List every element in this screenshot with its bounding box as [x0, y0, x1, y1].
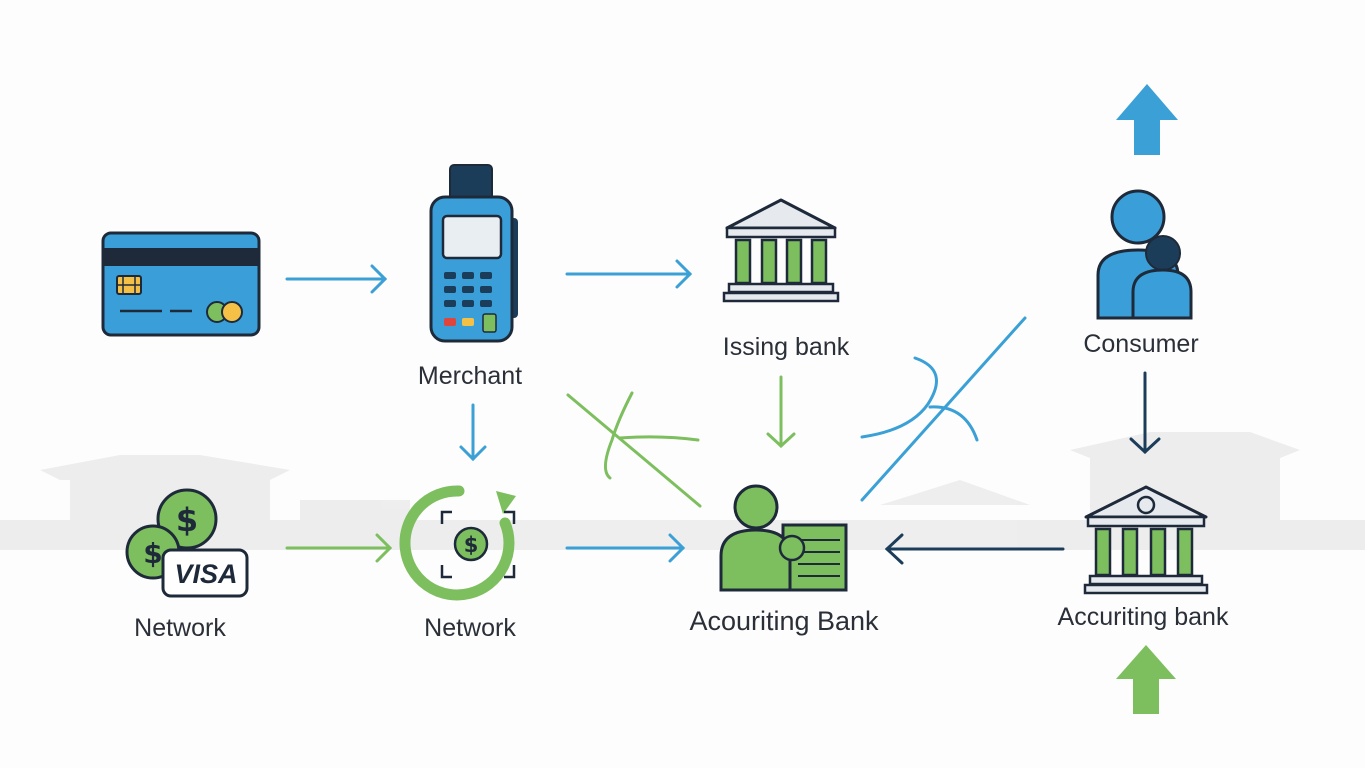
network-cycle-icon: $ [399, 485, 516, 601]
credit-card-icon [101, 231, 261, 337]
merchant-label: Merchant [417, 362, 523, 390]
network-center-label: Network [424, 614, 516, 642]
money-visa-icon: $ $ VISA [125, 488, 249, 598]
acquiring-bank-right-label: Accuriting bank [1057, 603, 1229, 631]
network-left-label: Network [134, 614, 226, 642]
arrow-merchant-to-issuing-bank [565, 259, 693, 289]
acquiring-bank-person-icon [719, 484, 848, 592]
up-arrow-green-icon [1116, 645, 1176, 714]
green-crossing-flows [566, 391, 702, 508]
issuing-bank-label: Issing bank [722, 333, 850, 361]
svg-text:$: $ [464, 533, 479, 557]
acquiring-bank-center-label: Acouriting Bank [689, 606, 879, 636]
svg-text:$: $ [176, 501, 198, 539]
bank-building-icon [722, 198, 840, 303]
arrow-consumer-down [1129, 371, 1161, 455]
arrow-network-to-acquiring [565, 533, 686, 563]
arrow-network-to-network [285, 533, 393, 563]
arrow-acquiring-right-to-center [884, 533, 1065, 565]
consumer-label: Consumer [1083, 330, 1199, 358]
arrow-card-to-merchant [285, 264, 388, 294]
acquiring-bank-building-icon [1083, 485, 1209, 595]
arrow-issuing-bank-down [766, 375, 796, 449]
up-arrow-blue-icon [1116, 84, 1178, 155]
arrow-merchant-down [459, 403, 487, 462]
consumer-people-icon [1096, 189, 1193, 320]
connectors [285, 259, 1161, 565]
svg-text:$: $ [143, 537, 162, 570]
pos-terminal-icon [429, 164, 518, 343]
blue-crossing-flows [860, 316, 1027, 502]
visa-logo-text: VISA [174, 559, 237, 589]
